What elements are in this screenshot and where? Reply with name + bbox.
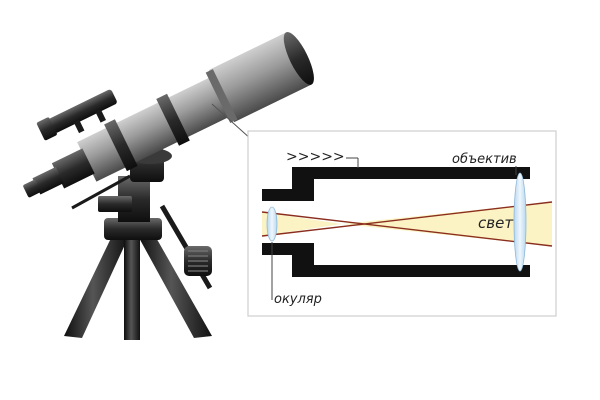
focuser [51,148,95,189]
light-beam-eyepiece-side [262,212,342,236]
ray-upper [261,211,553,247]
tube-aperture [283,32,314,85]
main-tube [77,75,233,182]
telescope-illustration [23,32,314,340]
tripod [64,218,212,340]
light-beam [342,202,552,246]
objective-lens [513,172,527,272]
telescope-tube [23,32,314,198]
eyepiece-label: окуляр [274,292,322,307]
schematic-tube [262,167,530,277]
optical-schematic: >>>>> объектив свет окуляр [247,130,557,317]
dew-shield [208,32,312,123]
arrows-label: >>>>> [286,149,345,165]
tripod-leg-center [124,236,140,340]
tube-wall-top [292,167,530,179]
eyepiece-lens [266,206,278,242]
light-rays [261,201,553,247]
light-label: свет [478,214,514,232]
tube-wall-bottom [292,265,530,277]
tripod-leg-right [138,234,212,338]
tripod-head [104,218,162,240]
ray-lower [261,201,553,237]
tripod-leg-left [64,236,128,338]
finder-scope [36,89,117,141]
objective-label: объектив [452,152,517,167]
eyepiece-housing [32,166,64,195]
